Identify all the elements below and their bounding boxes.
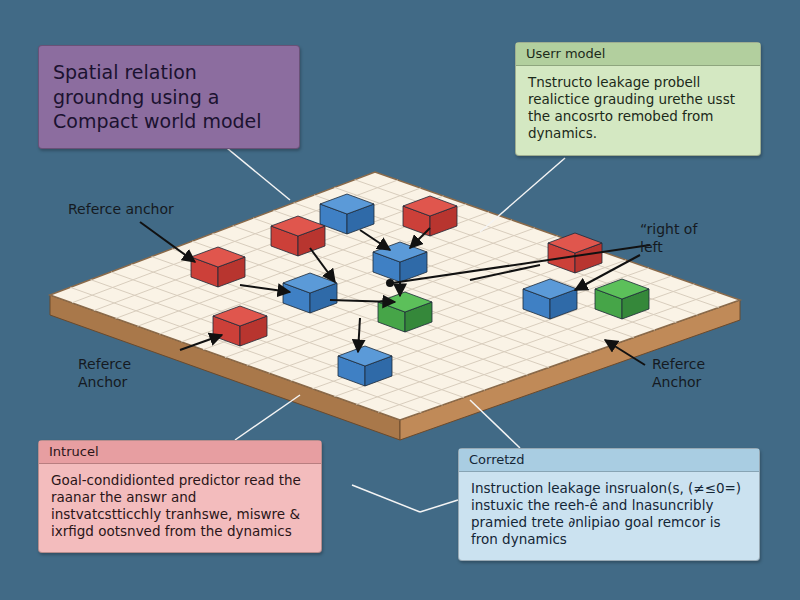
anchor-label: Referce anchor: [68, 201, 208, 219]
title-text: Spatial relation groundng using a Compac…: [53, 60, 285, 134]
box-body: Instruction leakage insrualon(s, (≠≤0=) …: [459, 472, 759, 556]
cubes: [191, 194, 649, 386]
anchor-label: Referce Anchor: [652, 356, 732, 391]
box-header: Intrucel: [39, 441, 321, 464]
callout-box: IntrucelGoal-condidionted predictor read…: [38, 440, 322, 553]
relation-label: “right of left: [640, 221, 718, 256]
box-header: Corretzd: [459, 449, 759, 472]
anchor-label: Referce Anchor: [78, 356, 158, 391]
board-top: [50, 172, 740, 420]
callout-box: CorretzdInstruction leakage insrualon(s,…: [458, 448, 760, 561]
box-header: Userr model: [516, 43, 760, 66]
callout-box: Userr modelTnstructo leakage probell rea…: [515, 42, 761, 156]
relation-arrows: [140, 222, 650, 365]
box-body: Tnstructo leakage probell realictice gra…: [516, 66, 760, 150]
anchor-dot: [386, 279, 394, 287]
box-body: Goal-condidionted predictor read the raa…: [39, 464, 321, 548]
title-box: Spatial relation groundng using a Compac…: [38, 45, 300, 149]
